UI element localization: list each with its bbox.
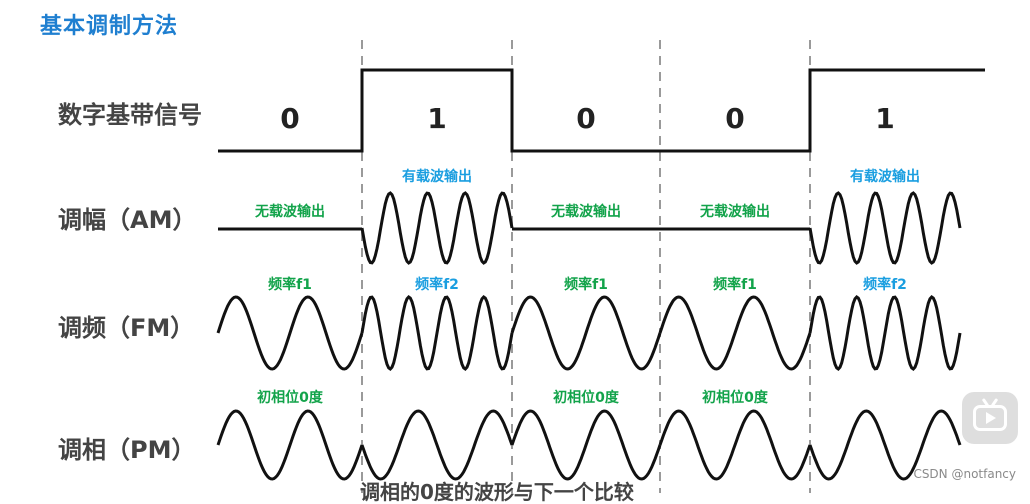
pm-segment-0: [216, 409, 364, 481]
am-carrier-4: [808, 191, 962, 265]
bit-label-0: 0: [280, 102, 299, 135]
fm-note-4: 频率f2: [863, 276, 907, 293]
am-waveform: [218, 191, 962, 265]
am-note-4: 有载波输出: [850, 168, 920, 185]
row-label-fm: 调频（FM）: [58, 314, 195, 342]
fm-note-2: 频率f1: [564, 276, 608, 293]
pm-note-1: 初相位0度: [553, 389, 620, 406]
pm-segment-3: [658, 409, 812, 481]
fm-note-1: 频率f2: [415, 276, 459, 293]
tv-frame-icon: [973, 405, 1007, 431]
am-note-3: 无载波输出: [699, 203, 770, 220]
am-carrier-1: [360, 191, 514, 265]
am-note-2: 无载波输出: [550, 203, 621, 220]
pm-note-0: 初相位0度: [257, 389, 324, 406]
bit-label-4: 1: [875, 102, 894, 135]
bit-label-2: 0: [576, 102, 595, 135]
diagram-title: 基本调制方法: [40, 14, 179, 39]
am-note-0: 无载波输出: [254, 203, 325, 220]
bit-values: 0 1 0 0 1: [280, 102, 894, 135]
bit-dividers: [361, 40, 811, 493]
bit-label-3: 0: [725, 102, 744, 135]
video-subtitle: 调相的0度的波形与下一个比较: [360, 480, 634, 504]
fm-segment-1: [360, 295, 514, 371]
fm-note-3: 频率f1: [713, 276, 757, 293]
pm-waveform: [216, 409, 962, 481]
digital-signal-line: [218, 68, 985, 153]
video-play-icon[interactable]: [962, 392, 1018, 444]
play-triangle-icon: [986, 412, 996, 424]
row-label-digital: 数字基带信号: [58, 101, 202, 129]
fm-note-0: 频率f1: [268, 276, 312, 293]
fm-segment-4: [808, 295, 962, 371]
pm-note-2: 初相位0度: [702, 389, 769, 406]
pm-segment-2: [510, 409, 662, 481]
digital-signal: [218, 68, 985, 153]
fm-waveform: [216, 295, 962, 371]
am-note-1: 有载波输出: [402, 168, 472, 185]
row-label-am: 调幅（AM）: [58, 206, 197, 234]
row-label-pm: 调相（PM）: [58, 436, 196, 464]
pm-segment-1: [360, 409, 514, 481]
pm-segment-4: [808, 409, 962, 481]
csdn-watermark: CSDN @notfancy: [913, 467, 1016, 481]
fm-segment-0: [216, 295, 364, 371]
fm-segment-3: [658, 295, 812, 371]
bit-label-1: 1: [427, 102, 446, 135]
fm-segment-2: [510, 295, 662, 371]
